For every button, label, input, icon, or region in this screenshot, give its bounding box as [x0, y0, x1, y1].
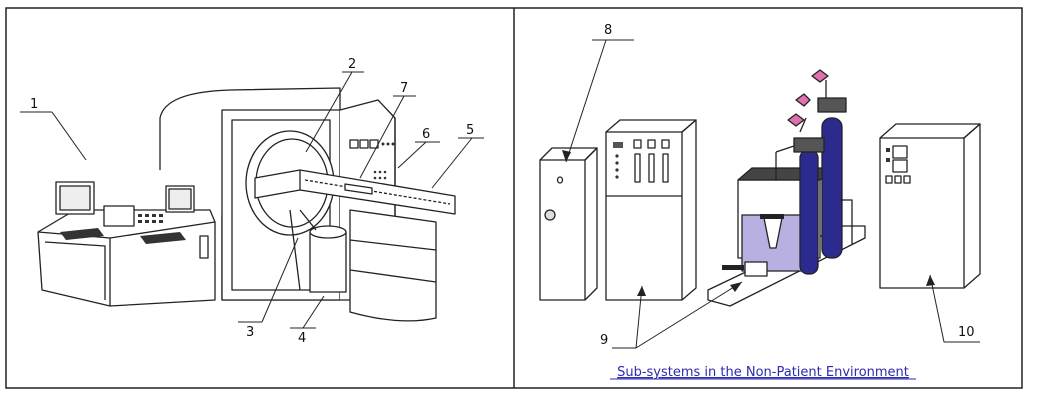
right-caption: Sub-systems in the Non-Patient Environme… [617, 365, 909, 380]
label-3: 3 [246, 325, 254, 340]
left-labels: 1 2 7 6 5 3 4 [30, 57, 474, 346]
gas-cylinders [707, 69, 866, 307]
label-5: 5 [466, 123, 474, 138]
label-9: 9 [600, 333, 608, 348]
label-10: 10 [958, 325, 975, 340]
label-6: 6 [422, 127, 430, 142]
right-labels: 8 9 10 [600, 23, 975, 348]
label-8: 8 [604, 23, 612, 38]
left-panel [20, 71, 484, 329]
right-leader-lines [565, 39, 980, 349]
label-4: 4 [298, 331, 306, 346]
arrowheads [562, 150, 935, 296]
cabinet-9 [605, 119, 697, 301]
cabinet-10 [879, 123, 981, 289]
label-2: 2 [348, 57, 356, 72]
leader-lines [20, 71, 484, 329]
cabinet-8 [539, 147, 598, 301]
label-7: 7 [400, 81, 408, 96]
label-1: 1 [30, 97, 38, 112]
control-console [37, 181, 216, 307]
right-panel [539, 39, 981, 349]
patient-couch [254, 169, 456, 322]
